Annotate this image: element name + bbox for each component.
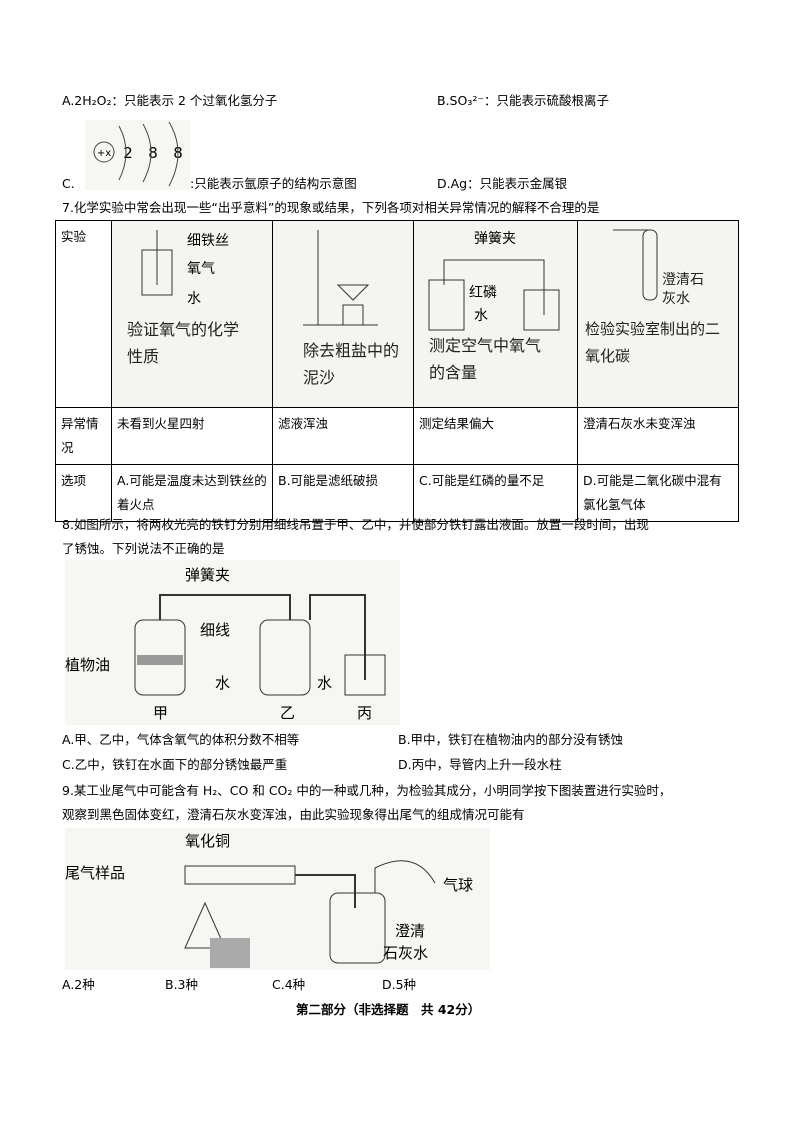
row-label-abnormal: 异常情况 bbox=[55, 407, 112, 465]
section-heading: 第二部分（非选择题 共 42分） bbox=[296, 1002, 481, 1017]
abnormal-4: 澄清石灰水未变浑浊 bbox=[577, 407, 739, 465]
svg-text:石灰水: 石灰水 bbox=[383, 944, 428, 962]
experiment-4-label-limewater: 澄清石灰水 bbox=[662, 272, 704, 307]
option-c[interactable]: C.可能是红磷的量不足 bbox=[413, 464, 578, 522]
q6-option-b: B.SO₃²⁻：只能表示硫酸根离子 bbox=[437, 93, 609, 108]
experiment-1-caption: 验证氧气的化学性质 bbox=[127, 320, 240, 366]
svg-text:氧化铜: 氧化铜 bbox=[185, 832, 230, 850]
svg-text:细线: 细线 bbox=[200, 621, 230, 639]
q8-stem-2: 了锈蚀。下列说法不正确的是 bbox=[62, 541, 225, 556]
q9-stem-2: 观察到黑色固体变红，澄清石灰水变浑浊，由此实验现象得出尾气的组成情况可能有 bbox=[62, 807, 525, 822]
q8-option-d[interactable]: D.丙中，导管内上升一段水柱 bbox=[398, 757, 562, 772]
experiment-1-figure: 细铁丝氧气水 验证氧气的化学性质 bbox=[111, 220, 273, 408]
q9-option-b[interactable]: B.3种 bbox=[165, 977, 199, 992]
q7-stem: 7.化学实验中常会出现一些“出乎意料”的现象或结果，下列各项对相关异常情况的解释… bbox=[62, 200, 600, 215]
q8-figure: 弹簧夹 细线 植物油 水 水 甲 乙 丙 bbox=[65, 560, 400, 725]
experiment-3-drawing: 弹簧夹 红磷水 bbox=[428, 231, 560, 331]
abnormal-2: 滤液浑浊 bbox=[272, 407, 414, 465]
q8-option-c[interactable]: C.乙中，铁钉在水面下的部分锈蚀最严重 bbox=[62, 757, 288, 772]
svg-text:弹簧夹: 弹簧夹 bbox=[185, 566, 230, 584]
experiment-4-drawing bbox=[613, 229, 658, 301]
abnormal-1: 未看到火星四射 bbox=[111, 407, 273, 465]
svg-text:植物油: 植物油 bbox=[65, 656, 110, 674]
q7-table: 实验 细铁丝氧气水 验证氧气的化学性质 除去粗盐中的泥沙 弹簧夹 红磷水 测定空… bbox=[55, 220, 739, 522]
experiment-4-caption: 检验实验室制出的二氧化碳 bbox=[585, 320, 721, 365]
experiment-3-figure: 弹簧夹 红磷水 测定空气中氧气的含量 bbox=[413, 220, 578, 408]
q6-option-c: :只能表示氩原子的结构示意图 bbox=[190, 176, 357, 191]
svg-text:乙: 乙 bbox=[280, 704, 295, 722]
experiment-2-caption: 除去粗盐中的泥沙 bbox=[303, 341, 400, 387]
abnormal-3: 测定结果偏大 bbox=[413, 407, 578, 465]
atom-structure-diagram: +x 2 8 8 bbox=[85, 120, 190, 190]
svg-text:水: 水 bbox=[317, 674, 332, 692]
q6-option-a: A.2H₂O₂：只能表示 2 个过氧化氢分子 bbox=[62, 93, 278, 108]
svg-text:弹簧夹: 弹簧夹 bbox=[474, 231, 516, 247]
svg-text:红磷: 红磷 bbox=[469, 285, 497, 301]
svg-text:丙: 丙 bbox=[357, 704, 372, 722]
q9-option-c[interactable]: C.4种 bbox=[272, 977, 306, 992]
svg-text:气球: 气球 bbox=[443, 876, 473, 894]
svg-text:+x: +x bbox=[97, 148, 111, 159]
option-b[interactable]: B.可能是滤纸破损 bbox=[272, 464, 414, 522]
svg-text:水: 水 bbox=[187, 291, 201, 307]
svg-text:水: 水 bbox=[215, 674, 230, 692]
svg-text:尾气样品: 尾气样品 bbox=[65, 864, 125, 882]
svg-text:澄清: 澄清 bbox=[395, 922, 425, 940]
experiment-3-caption: 测定空气中氧气的含量 bbox=[429, 336, 542, 382]
row-label-option: 选项 bbox=[55, 464, 112, 522]
experiment-2-drawing bbox=[303, 230, 378, 326]
q8-stem-1: 8.如图所示，将两枚光亮的铁钉分别用细线吊置于甲、乙中，并使部分铁钉露出液面。放… bbox=[62, 517, 649, 532]
q6-option-c-prefix: C. bbox=[62, 176, 75, 191]
q9-stem-1: 9.某工业尾气中可能含有 H₂、CO 和 CO₂ 中的一种或几种，为检验其成分，… bbox=[62, 783, 672, 798]
svg-text:甲: 甲 bbox=[153, 704, 168, 722]
svg-text:2: 2 bbox=[123, 144, 133, 162]
q9-option-a[interactable]: A.2种 bbox=[62, 977, 95, 992]
svg-text:水: 水 bbox=[474, 308, 488, 324]
q8-option-b[interactable]: B.甲中，铁钉在植物油内的部分没有锈蚀 bbox=[398, 732, 624, 747]
experiment-2-figure: 除去粗盐中的泥沙 bbox=[272, 220, 414, 408]
option-d[interactable]: D.可能是二氧化碳中混有氯化氢气体 bbox=[577, 464, 739, 522]
q8-option-a[interactable]: A.甲、乙中，气体含氧气的体积分数不相等 bbox=[62, 732, 300, 747]
svg-text:氧气: 氧气 bbox=[187, 261, 215, 277]
experiment-4-figure: 澄清石灰水 检验实验室制出的二氧化碳 bbox=[577, 220, 739, 408]
q9-figure: 氧化铜 尾气样品 气球 澄清 石灰水 bbox=[65, 828, 490, 970]
option-a[interactable]: A.可能是温度未达到铁丝的着火点 bbox=[111, 464, 273, 522]
q9-option-d[interactable]: D.5种 bbox=[382, 977, 417, 992]
svg-text:细铁丝: 细铁丝 bbox=[187, 233, 229, 249]
row-label-experiment: 实验 bbox=[55, 220, 112, 408]
q6-option-d: D.Ag：只能表示金属银 bbox=[437, 176, 568, 191]
svg-text:8: 8 bbox=[148, 144, 158, 162]
